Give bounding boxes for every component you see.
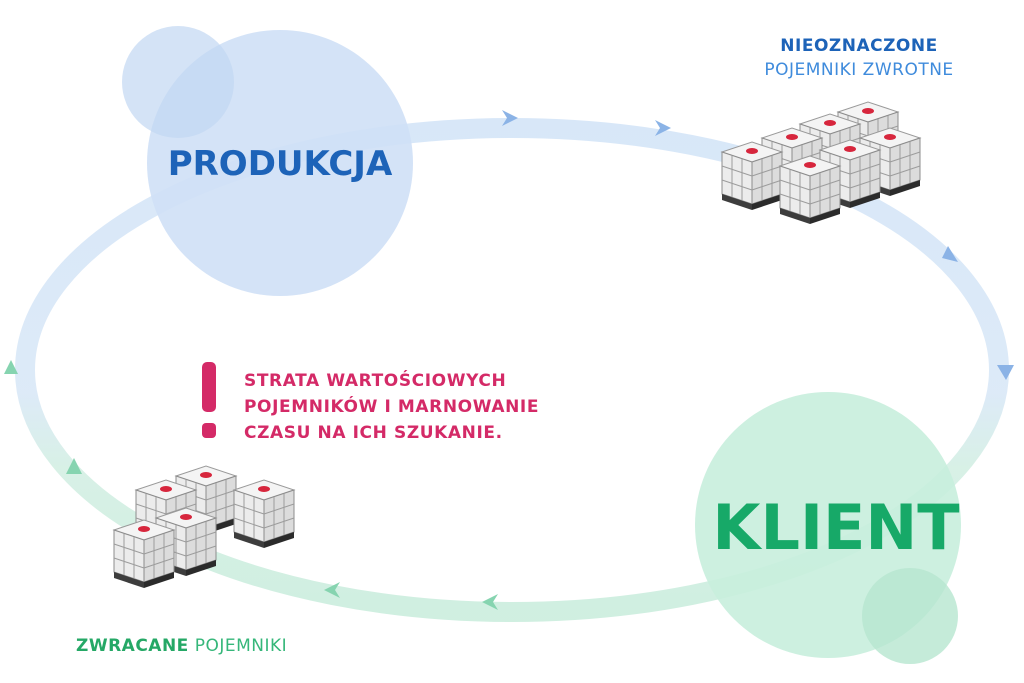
warning-line-1: STRATA WARTOŚCIOWYCH <box>244 371 507 391</box>
returned-caption-rest: POJEMNIKI <box>194 636 288 656</box>
production-label: PRODUKCJA <box>168 144 393 184</box>
arrow-chevron-icon <box>4 360 498 610</box>
ibc-container-stack-icon <box>721 101 921 225</box>
unmarked-caption-bold: NIEOZNACZONE <box>780 36 938 56</box>
unmarked-caption-rest: POJEMNIKI ZWROTNE <box>764 60 954 80</box>
arrow-chevron-icon <box>502 110 1014 380</box>
unmarked-containers-caption: NIEOZNACZONE POJEMNIKI ZWROTNE <box>746 34 972 82</box>
returned-containers-caption: ZWRACANE POJEMNIKI <box>76 636 287 656</box>
production-small-circle <box>122 26 234 138</box>
warning-line-3: CZASU NA ICH SZUKANIE. <box>244 423 503 443</box>
client-small-circle <box>862 568 958 664</box>
client-label: KLIENT <box>712 491 959 564</box>
warning-text: STRATA WARTOŚCIOWYCH POJEMNIKÓW I MARNOW… <box>244 368 574 446</box>
exclamation-dot <box>202 423 216 438</box>
exclamation-icon <box>202 362 216 412</box>
returned-caption-bold: ZWRACANE <box>76 636 189 656</box>
warning-line-2: POJEMNIKÓW I MARNOWANIE <box>244 397 540 417</box>
